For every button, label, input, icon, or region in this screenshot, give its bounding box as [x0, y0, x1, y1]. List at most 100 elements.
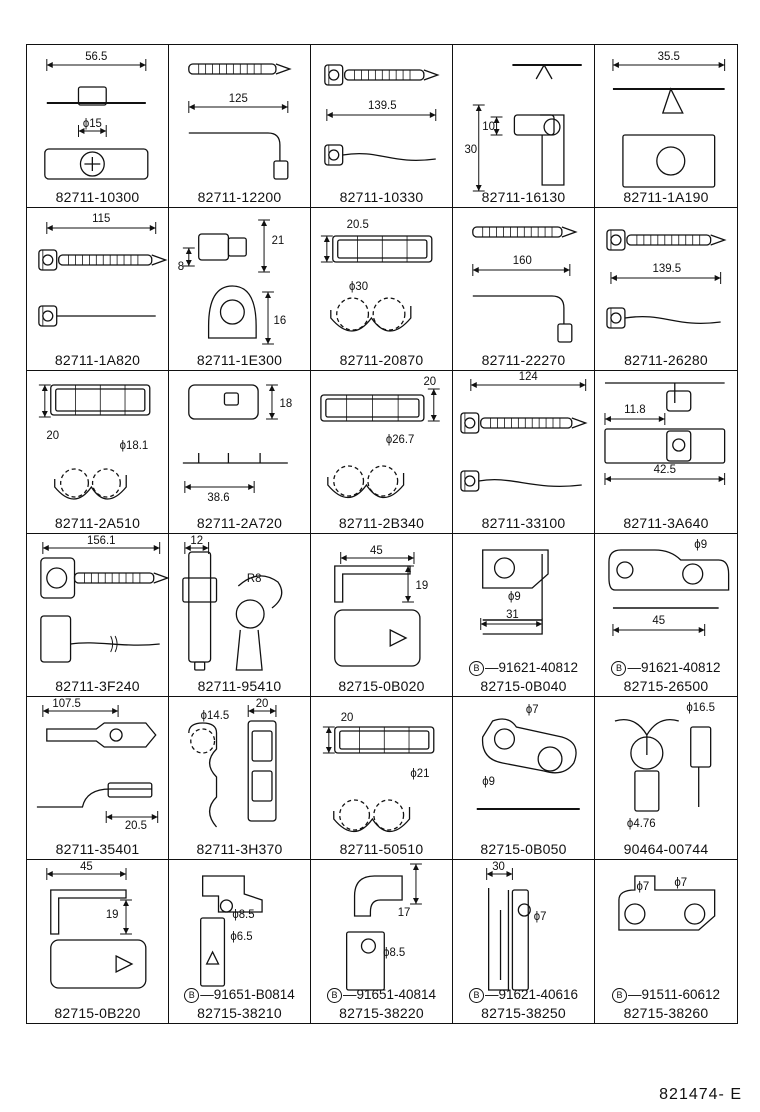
dimension-label: ϕ6.5: [230, 931, 252, 943]
part-cell: 125 82711-12200: [169, 45, 311, 208]
dimension-label: ϕ26.7: [386, 434, 415, 446]
dimension-label: 107.5: [52, 698, 80, 710]
part-drawing: 35.5: [612, 51, 726, 188]
part-cell: 160 82711-22270: [453, 208, 595, 371]
part-drawing: 107.5 20.5: [36, 698, 159, 832]
part-number: 82711-12200: [197, 189, 282, 205]
dimension-label: 19: [416, 580, 429, 592]
dimension-label: ϕ14.5: [201, 710, 230, 722]
dimension-label: ϕ8.5: [232, 909, 254, 921]
part-drawing: ϕ14.5 20: [188, 698, 277, 828]
dimension-label: 38.6: [207, 492, 229, 504]
part-number: 82715-38220: [339, 1005, 424, 1021]
dimension-label: 30: [492, 861, 505, 873]
part-number: 82711-2B340: [338, 515, 425, 531]
fastener-part-number: —91621-40812: [484, 660, 579, 675]
part-number: 82711-2A510: [54, 515, 141, 531]
dimension-label: 20.5: [347, 219, 369, 231]
dimension-label: 115: [92, 213, 110, 225]
part-number: 82711-3A640: [623, 515, 709, 531]
dimension-label: ϕ15: [83, 118, 102, 130]
part-drawing: 160: [472, 226, 578, 343]
part-drawing: 115: [38, 213, 168, 327]
part-number: 82711-95410: [197, 678, 282, 694]
part-drawing: 125: [188, 63, 292, 180]
dimension-label: 10: [482, 121, 495, 133]
part-drawing: 156.1: [40, 535, 170, 663]
part-number: 82711-16130: [481, 189, 566, 205]
part-number: 82711-22270: [481, 352, 566, 368]
part-number: 82711-20870: [339, 352, 424, 368]
circled-b-marker: B: [468, 988, 484, 1003]
part-number: 82715-26500: [623, 678, 709, 694]
part-number: 82711-10300: [55, 189, 140, 205]
fastener-part-number: —91621-40616: [484, 987, 579, 1002]
dimension-label: ϕ21: [410, 768, 429, 780]
fastener-callout: B—91511-60612: [597, 987, 735, 1003]
fastener-part-number: —91651-B0814: [200, 987, 295, 1002]
part-drawing: 139.5: [324, 64, 440, 166]
dimension-label: ϕ18.1: [120, 440, 149, 452]
dimension-label: ϕ7: [636, 881, 649, 893]
dimension-label: ϕ7: [534, 911, 547, 923]
dimension-label: 31: [506, 609, 519, 621]
dimension-label: 30: [464, 144, 477, 156]
part-drawing: ϕ8.5 ϕ6.5: [200, 875, 263, 987]
fastener-part-number: —91651-40814: [342, 987, 437, 1002]
fastener-callout: B—91651-40814: [313, 987, 450, 1003]
dimension-label: 20: [341, 712, 354, 724]
dimension-label: 20.5: [125, 820, 147, 832]
part-cell: 115 82711-1A820: [27, 208, 169, 371]
part-number: 82715-38260: [623, 1005, 709, 1021]
dimension-label: 156.1: [87, 535, 115, 547]
dimension-label: 42.5: [654, 464, 676, 476]
dimension-label: 16: [274, 315, 287, 327]
part-number: 82715-38250: [481, 1005, 566, 1021]
dimension-label: 35.5: [658, 51, 680, 63]
circled-b-marker: B: [326, 988, 342, 1003]
dimension-label: 125: [229, 93, 248, 105]
dimension-label: ϕ9: [482, 776, 495, 788]
dimension-label: 20: [256, 698, 269, 710]
fastener-callout: B—91621-40812: [455, 660, 592, 676]
dimension-label: 21: [272, 235, 285, 247]
part-drawing: 21 8 16: [178, 219, 287, 345]
part-number: 82711-1A820: [54, 352, 141, 368]
fastener-callout: B—91621-40616: [455, 987, 592, 1003]
dimension-label: 12: [190, 535, 203, 547]
part-drawing: 11.842.5: [604, 382, 726, 485]
dimension-label: 45: [80, 861, 93, 873]
dimension-label: 20: [423, 376, 436, 388]
dimension-label: ϕ16.5: [686, 702, 715, 714]
part-drawing: 20 ϕ26.7: [320, 376, 440, 499]
dimension-label: 124: [519, 371, 539, 383]
fastener-callout: B—91651-B0814: [171, 987, 308, 1003]
part-drawing: 30 ϕ7: [486, 861, 547, 991]
dimension-label: ϕ9: [694, 539, 707, 551]
part-number: 82715-0B050: [480, 841, 567, 857]
dimension-label: ϕ8.5: [383, 947, 405, 959]
part-number: 82711-2A720: [196, 515, 283, 531]
dimension-label: 8: [178, 261, 184, 273]
